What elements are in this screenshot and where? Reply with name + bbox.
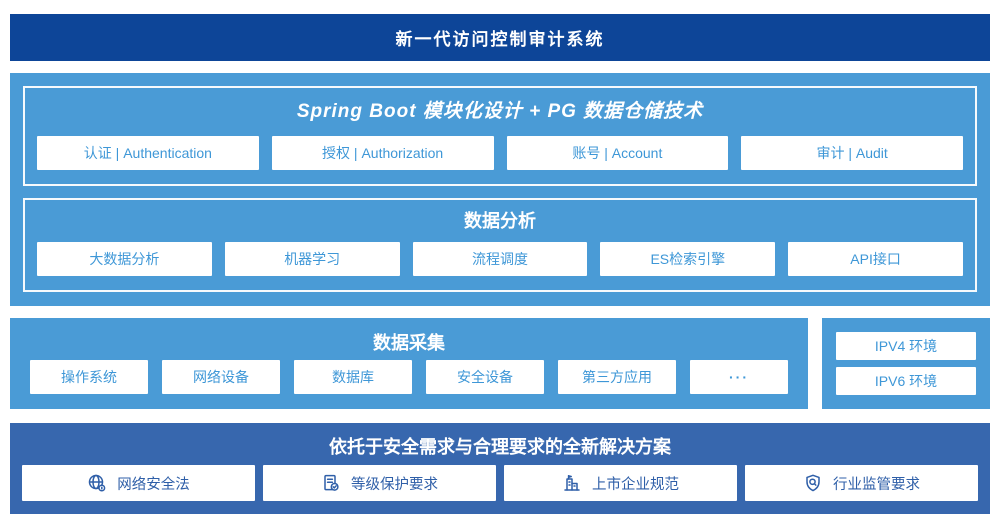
architecture-diagram: 新一代访问控制审计系统 Spring Boot 模块化设计 + PG 数据仓储技… <box>0 14 1000 529</box>
solution-box-label: 网络安全法 <box>117 476 190 493</box>
solution-box-listed-company: 上市企业规范 <box>504 465 737 501</box>
data-collection-row: 数据采集 操作系统 网络设备 数据库 安全设备 第三方应用 ··· IPV4 环… <box>10 318 990 409</box>
module-box-account: 账号 | Account <box>506 136 729 170</box>
module-box-authorization: 授权 | Authorization <box>271 136 494 170</box>
solution-panel: 依托于安全需求与合理要求的全新解决方案 网络安全法 <box>10 423 990 514</box>
analysis-box-ml: 机器学习 <box>224 242 400 276</box>
source-box-network: 网络设备 <box>162 360 280 394</box>
analysis-box-workflow: 流程调度 <box>412 242 588 276</box>
springboot-section: Spring Boot 模块化设计 + PG 数据仓储技术 认证 | Authe… <box>23 86 977 186</box>
environment-panel: IPV4 环境 IPV6 环境 <box>822 318 990 409</box>
building-icon <box>564 475 580 491</box>
data-analysis-section: 数据分析 大数据分析 机器学习 流程调度 ES检索引擎 API接口 <box>23 198 977 292</box>
env-box-ipv4: IPV4 环境 <box>836 332 976 360</box>
solution-box-classified-protection: 等级保护要求 <box>263 465 496 501</box>
source-box-more: ··· <box>690 360 788 394</box>
solution-box-cybersecurity-law: 网络安全法 <box>22 465 255 501</box>
analysis-box-bigdata: 大数据分析 <box>37 242 212 276</box>
platform-panel: Spring Boot 模块化设计 + PG 数据仓储技术 认证 | Authe… <box>10 73 990 306</box>
solution-box-label: 上市企业规范 <box>592 476 679 493</box>
data-analysis-section-title: 数据分析 <box>464 211 536 231</box>
page-title: 新一代访问控制审计系统 <box>395 30 605 49</box>
solution-items-row: 网络安全法 等级保护要求 <box>22 465 978 501</box>
source-box-thirdparty: 第三方应用 <box>558 360 676 394</box>
source-box-database: 数据库 <box>294 360 412 394</box>
globe-law-icon <box>89 474 106 492</box>
solution-box-industry-supervision: 行业监管要求 <box>745 465 978 501</box>
shield-search-icon <box>806 474 820 492</box>
checklist-icon <box>324 474 339 491</box>
analysis-box-api: API接口 <box>788 242 963 276</box>
springboot-section-title: Spring Boot 模块化设计 + PG 数据仓储技术 <box>296 101 704 122</box>
data-collection-items-row: 操作系统 网络设备 数据库 安全设备 第三方应用 ··· <box>30 360 788 394</box>
module-box-audit: 审计 | Audit <box>741 136 963 170</box>
source-box-os: 操作系统 <box>30 360 148 394</box>
solution-title: 依托于安全需求与合理要求的全新解决方案 <box>329 437 671 457</box>
env-box-ipv6: IPV6 环境 <box>836 367 976 395</box>
data-collection-panel: 数据采集 操作系统 网络设备 数据库 安全设备 第三方应用 ··· <box>10 318 808 409</box>
springboot-items-row: 认证 | Authentication 授权 | Authorization 账… <box>37 136 963 170</box>
data-collection-title: 数据采集 <box>373 333 445 353</box>
module-box-authentication: 认证 | Authentication <box>37 136 259 170</box>
analysis-box-es-search: ES检索引擎 <box>600 242 776 276</box>
solution-box-label: 等级保护要求 <box>351 476 438 493</box>
system-title-banner: 新一代访问控制审计系统 <box>10 14 990 61</box>
solution-box-label: 行业监管要求 <box>833 476 920 493</box>
source-box-security: 安全设备 <box>426 360 544 394</box>
data-analysis-items-row: 大数据分析 机器学习 流程调度 ES检索引擎 API接口 <box>37 242 963 276</box>
